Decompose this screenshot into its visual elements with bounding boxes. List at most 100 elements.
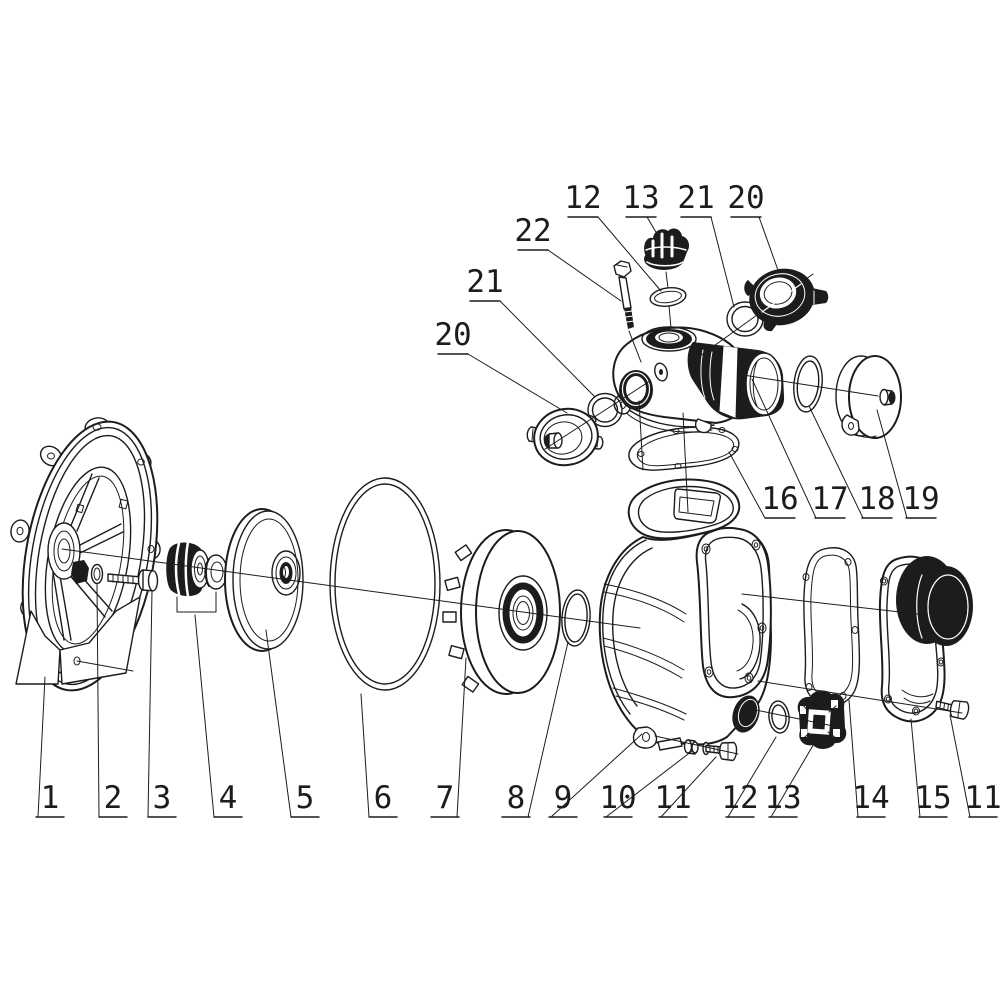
callout-17-leader	[751, 378, 817, 519]
callout-12-bottom-leader	[727, 736, 777, 818]
callout-14-leader	[848, 699, 859, 818]
part-6-casing-o-ring	[329, 477, 441, 691]
part-5-impeller	[224, 508, 304, 652]
callout-13-bottom: 13	[764, 741, 816, 818]
part-17-pump-head	[612, 326, 785, 434]
callout-13-top: 13	[622, 180, 661, 240]
callout-12-top-text: 12	[564, 180, 601, 216]
callout-5-leader	[265, 629, 292, 818]
casing-ribs	[602, 583, 687, 721]
callout-11-right-text: 11	[964, 780, 1000, 816]
callout-19-leader	[876, 409, 908, 519]
part-14-cover-gasket	[802, 547, 861, 707]
callout-4: 4	[194, 614, 243, 818]
part-16-head-gasket	[628, 426, 740, 471]
part-22-bolt	[613, 260, 635, 329]
callout-21-top: 21	[677, 180, 735, 308]
callout-16-leader	[728, 451, 766, 519]
callout-5-text: 5	[296, 780, 315, 816]
callout-18-text: 18	[858, 481, 895, 517]
callout-7-leader	[456, 657, 467, 818]
part-7-diffuser	[442, 529, 561, 695]
callout-18: 18	[808, 405, 896, 519]
callout-20-top-text: 20	[727, 180, 764, 216]
shaft-nut	[71, 560, 89, 584]
callout-19-text: 19	[902, 481, 939, 517]
callout-14-text: 14	[852, 780, 889, 816]
callout-22: 22	[514, 213, 622, 302]
callout-2-text: 2	[104, 780, 123, 816]
part-15-suction-cover	[878, 555, 973, 723]
callout-9-leader	[550, 733, 643, 818]
callout-1-text: 1	[41, 780, 60, 816]
callout-20-left-text: 20	[434, 317, 471, 353]
part-13-drain-plug	[797, 690, 847, 749]
part-19-discharge-cap	[835, 355, 902, 439]
callout-20-left: 20	[434, 317, 568, 414]
callout-10: 10	[599, 750, 693, 818]
callout-15-text: 15	[914, 780, 951, 816]
axis-lines	[61, 271, 963, 755]
part-9-pump-casing	[598, 478, 772, 751]
callout-7-text: 7	[436, 780, 455, 816]
callout-1: 1	[35, 676, 65, 818]
callout-18-leader	[808, 405, 864, 519]
part-11-bolt-right	[935, 700, 970, 720]
callout-21-top-leader	[710, 216, 735, 308]
callout-12-top-leader	[597, 216, 662, 292]
part-1-pump-bracket	[10, 417, 161, 692]
callout-1-leader	[37, 676, 46, 818]
callout-22-text: 22	[514, 213, 551, 249]
part-12-cap-o-ring	[649, 287, 687, 307]
callout-11-middle-text: 11	[654, 780, 691, 816]
callout-11-right: 11	[949, 714, 1000, 818]
part-20-hose-coupling-left	[526, 407, 604, 467]
callout-17-text: 17	[811, 481, 848, 517]
callout-16-text: 16	[761, 481, 798, 517]
part-21-o-ring-left	[587, 392, 623, 428]
callout-12-top: 12	[564, 180, 662, 292]
callout-5: 5	[265, 629, 320, 818]
bracket-foot	[15, 610, 61, 685]
callout-8-text: 8	[507, 780, 526, 816]
part-18-discharge-o-ring	[793, 355, 823, 413]
callout-12-bottom-text: 12	[721, 780, 758, 816]
callout-21-left: 21	[466, 264, 596, 398]
callout-20-top-leader	[758, 216, 780, 274]
callout-22-leader	[547, 249, 622, 302]
part-12-drain-o-ring	[768, 700, 790, 734]
callout-17: 17	[751, 378, 849, 519]
callout-19: 19	[876, 409, 940, 519]
callout-3-text: 3	[153, 780, 172, 816]
callout-8: 8	[501, 641, 569, 818]
part-2-washer	[90, 563, 104, 585]
callout-21-left-leader	[499, 300, 596, 398]
callout-3-leader	[147, 590, 153, 818]
callout-2-leader	[96, 583, 100, 818]
callout-4-leader	[194, 614, 215, 818]
callout-9-text: 9	[554, 780, 573, 816]
callout-16: 16	[728, 451, 799, 519]
callout-20-top: 20	[727, 180, 780, 274]
callout-21-left-text: 21	[466, 264, 503, 300]
callout-11-right-leader	[949, 714, 971, 818]
part-20-hose-coupling-top	[744, 268, 829, 332]
callout-11-middle-leader	[660, 756, 717, 818]
callout-14: 14	[848, 699, 890, 818]
callout-15: 15	[910, 718, 952, 818]
callouts: 12 13 21 20 22 21 20	[35, 180, 1000, 818]
callout-20-left-leader	[467, 353, 568, 414]
callout-3: 3	[147, 590, 177, 818]
callout-6: 6	[360, 693, 398, 818]
callout-6-leader	[360, 693, 370, 818]
part-13-filler-cap	[644, 228, 690, 270]
seal-group-bracket	[176, 591, 217, 613]
casing-flange	[695, 526, 772, 699]
callout-4-text: 4	[219, 780, 238, 816]
callout-7: 7	[430, 657, 467, 818]
callout-11-middle: 11	[654, 756, 717, 818]
callout-10-leader	[605, 750, 693, 818]
callout-6-text: 6	[374, 780, 393, 816]
callout-12-bottom: 12	[721, 736, 777, 818]
